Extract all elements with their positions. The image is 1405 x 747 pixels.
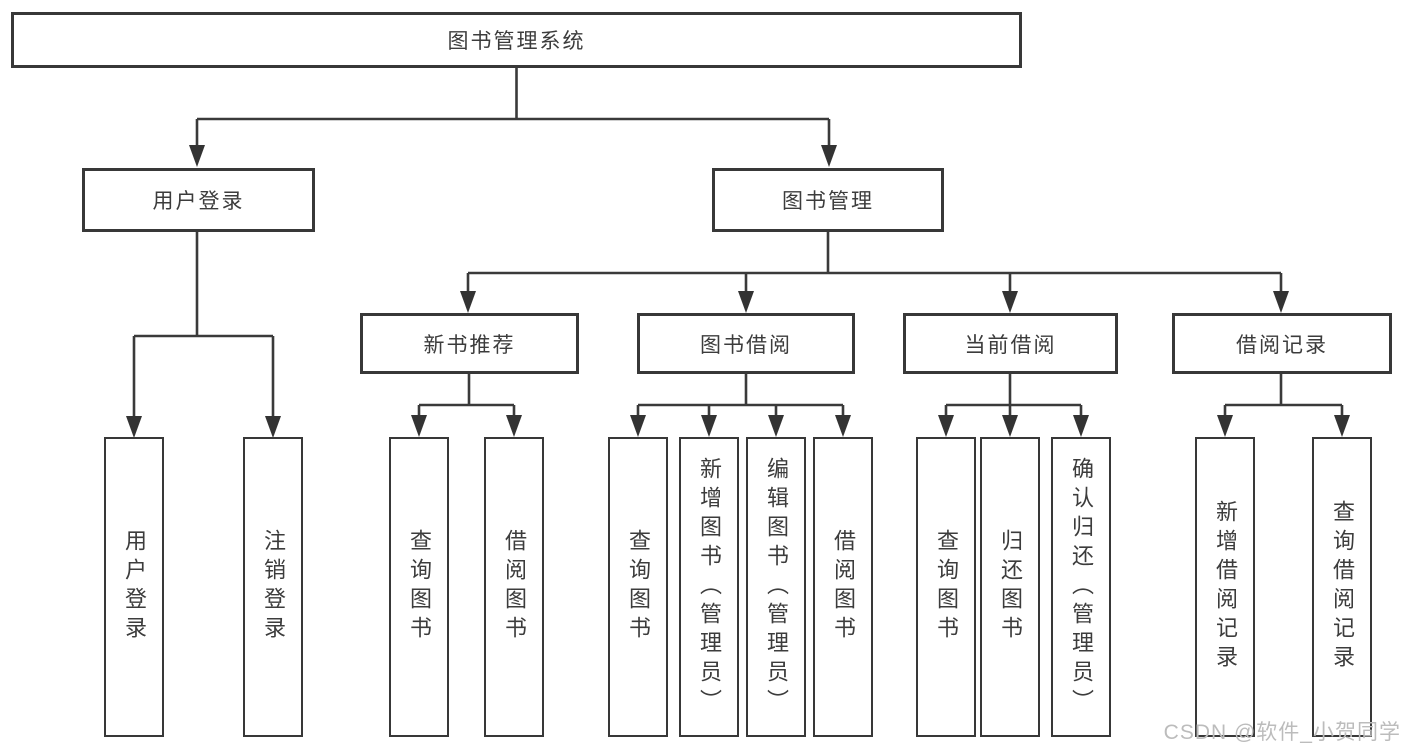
node-book-borrowing: 图书借阅 xyxy=(637,313,855,374)
arrowhead xyxy=(1334,415,1350,437)
arrowhead xyxy=(1273,291,1289,313)
leaf-confirm-return-admin: 确认归还（管理员） xyxy=(1051,437,1111,737)
leaf-borrow-books-2: 借阅图书 xyxy=(813,437,873,737)
newbook-to-leaves-connector xyxy=(411,374,522,437)
node-label: 新书推荐 xyxy=(423,333,516,357)
leaf-query-books-2: 查询图书 xyxy=(608,437,668,737)
leaf-label: 查询图书 xyxy=(934,529,959,645)
arrowhead xyxy=(821,145,837,167)
arrowhead xyxy=(768,415,784,437)
leaf-label: 查询图书 xyxy=(407,529,432,645)
leaf-label: 查询借阅记录 xyxy=(1330,500,1355,674)
arrowhead xyxy=(126,416,142,438)
leaf-label: 查询图书 xyxy=(626,529,651,645)
arrowhead xyxy=(701,415,717,437)
leaf-return-books: 归还图书 xyxy=(980,437,1040,737)
leaf-label: 编辑图书（管理员） xyxy=(764,456,789,718)
leaf-label: 归还图书 xyxy=(998,529,1023,645)
login-to-leaves-connector xyxy=(126,232,281,438)
leaf-user-login: 用户登录 xyxy=(104,437,164,737)
arrowhead xyxy=(835,415,851,437)
leaf-query-borrow-record: 查询借阅记录 xyxy=(1312,437,1372,737)
leaf-edit-books-admin: 编辑图书（管理员） xyxy=(746,437,806,737)
arrowhead xyxy=(738,291,754,313)
arrowhead xyxy=(411,415,427,437)
arrowhead xyxy=(189,145,205,167)
node-root-system: 图书管理系统 xyxy=(11,12,1022,68)
leaf-label: 新增图书（管理员） xyxy=(697,456,722,718)
node-label: 当前借阅 xyxy=(964,333,1057,357)
borrow-to-leaves-connector xyxy=(630,374,851,437)
arrowhead xyxy=(1073,415,1089,437)
leaf-label: 新增借阅记录 xyxy=(1213,500,1238,674)
node-book-management: 图书管理 xyxy=(712,168,944,232)
manage-to-groups-connector xyxy=(460,232,1289,313)
node-label: 用户登录 xyxy=(152,190,245,213)
records-to-leaves-connector xyxy=(1217,374,1350,437)
arrowhead xyxy=(460,291,476,313)
current-to-leaves-connector xyxy=(938,374,1089,437)
node-label: 借阅记录 xyxy=(1236,333,1328,357)
leaf-label: 借阅图书 xyxy=(831,529,856,645)
node-user-login: 用户登录 xyxy=(82,168,315,232)
arrowhead xyxy=(1002,415,1018,437)
leaf-label: 确认归还（管理员） xyxy=(1069,456,1094,718)
leaf-add-books-admin: 新增图书（管理员） xyxy=(679,437,739,737)
arrowhead xyxy=(506,415,522,437)
node-new-book-recommend: 新书推荐 xyxy=(360,313,579,374)
leaf-label: 借阅图书 xyxy=(502,529,527,645)
leaf-label: 注销登录 xyxy=(261,529,286,645)
arrowhead xyxy=(1217,415,1233,437)
leaf-label: 用户登录 xyxy=(122,529,147,645)
arrowhead xyxy=(1002,291,1018,313)
leaf-add-borrow-record: 新增借阅记录 xyxy=(1195,437,1255,737)
arrowhead xyxy=(630,415,646,437)
node-label: 图书管理系统 xyxy=(447,30,586,53)
leaf-borrow-books-1: 借阅图书 xyxy=(484,437,544,737)
arrowhead xyxy=(938,415,954,437)
leaf-logout: 注销登录 xyxy=(243,437,303,737)
arrowhead xyxy=(265,416,281,438)
node-current-borrowing: 当前借阅 xyxy=(903,313,1118,374)
csdn-watermark: CSDN @软件_小贺同学 xyxy=(1163,721,1401,744)
node-borrowing-records: 借阅记录 xyxy=(1172,313,1392,374)
leaf-query-books-1: 查询图书 xyxy=(389,437,449,737)
node-label: 图书管理 xyxy=(782,190,874,213)
leaf-query-books-3: 查询图书 xyxy=(916,437,976,737)
node-label: 图书借阅 xyxy=(700,333,792,357)
root-to-level2-connector xyxy=(189,67,837,167)
